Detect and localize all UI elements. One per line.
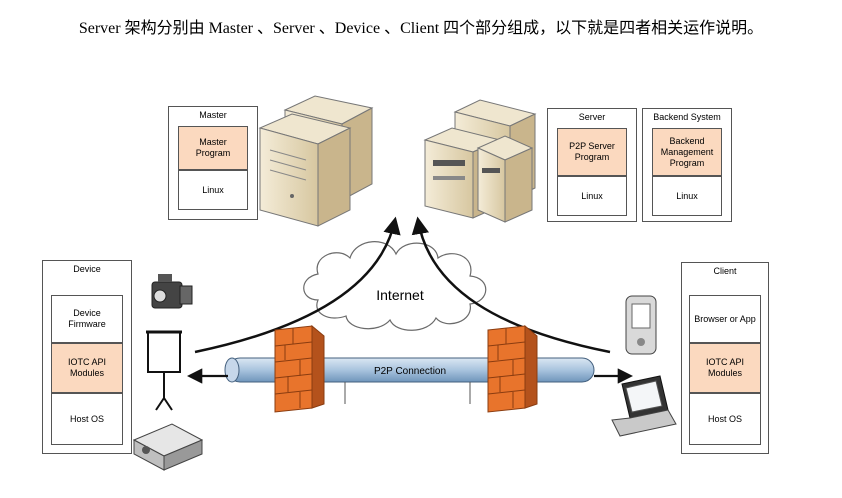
camera-icon [151,274,193,309]
right-firewall-icon [487,324,538,413]
backend-title: Backend System [653,112,721,122]
server-os-cell: Linux [557,176,627,216]
backend-program-cell: Backend Management Program [652,128,722,176]
master-title: Master [199,110,227,120]
master-os-cell: Linux [178,170,248,210]
device-os-cell: Host OS [51,393,123,445]
arrow-device-to-master [194,216,401,354]
server-panel: Server P2P Server Program Linux [547,108,637,222]
pda-icon [625,295,657,355]
client-os-cell: Host OS [689,393,761,445]
device-title: Device [73,264,101,274]
header-text: Server 架构分别由 Master 、Server 、Device 、Cli… [78,20,764,37]
client-app-cell: Browser or App [689,295,761,343]
internet-cloud [303,241,487,331]
projector-screen-icon [146,330,182,411]
p2p-server-icon [423,99,537,223]
backend-panel: Backend System Backend Management Progra… [642,108,732,222]
backend-os-cell: Linux [652,176,722,216]
device-firmware-cell: Device Firmware [51,295,123,343]
client-panel: Client Browser or App IOTC API Modules H… [681,262,769,454]
client-title: Client [713,266,737,276]
projector-icon [132,423,204,471]
client-modules-cell: IOTC API Modules [689,343,761,393]
cloud-label: Internet [376,287,424,303]
server-title: Server [578,112,606,122]
laptop-icon [611,375,677,437]
master-program-cell: Master Program [178,126,248,170]
left-firewall-icon [274,324,325,413]
device-modules-cell: IOTC API Modules [51,343,123,393]
pipe-label: P2P Connection [374,366,446,377]
master-server-icon [258,95,374,227]
device-panel: Device Device Firmware IOTC API Modules … [42,260,132,454]
master-panel: Master Master Program Linux [168,106,258,220]
server-program-cell: P2P Server Program [557,128,627,176]
arrow-client-to-server [411,216,611,354]
